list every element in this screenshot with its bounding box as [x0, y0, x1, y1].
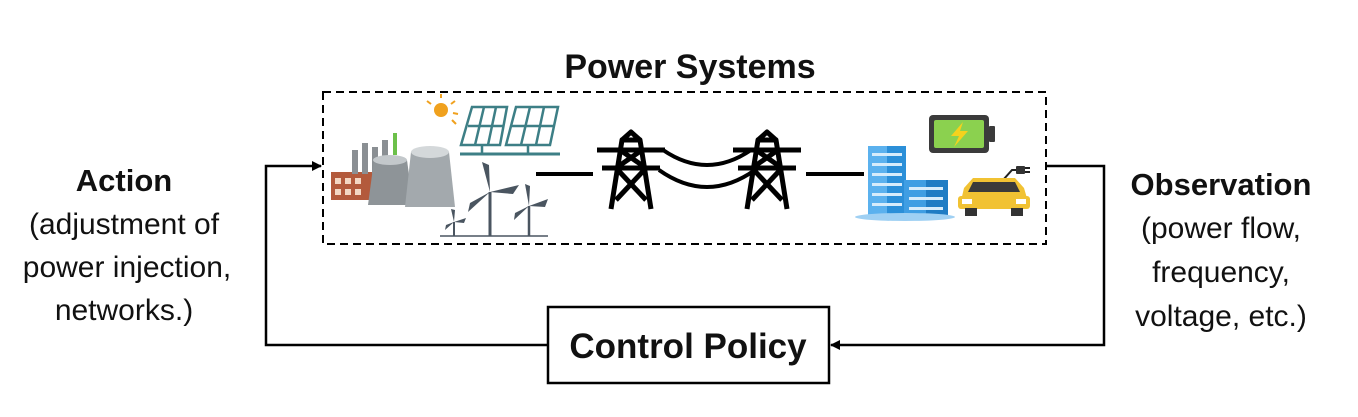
building-icon [855, 146, 955, 221]
factory-icon [331, 133, 455, 207]
electric-car-icon [958, 166, 1030, 216]
control-policy-box [546, 305, 831, 385]
wind-turbine-icon [440, 162, 548, 237]
observation-description-line: voltage, etc.) [1135, 300, 1307, 333]
observation-description-line: (power flow, [1141, 212, 1301, 245]
action-title: Action [76, 163, 172, 198]
observation-connector [830, 164, 1106, 350]
power-systems-title: Power Systems [564, 48, 815, 86]
action-description-line: power injection, [23, 251, 231, 284]
sun-icon [426, 94, 459, 125]
action-description-line: (adjustment of [29, 208, 220, 241]
action-description-line: networks.) [55, 294, 193, 327]
observation-title: Observation [1131, 167, 1312, 202]
transmission-tower-icon [733, 129, 801, 210]
battery-icon [929, 115, 995, 153]
observation-description-line: frequency, [1152, 256, 1290, 289]
power-systems-box [322, 91, 1047, 245]
transmission-wire-upper [661, 148, 753, 167]
transmission-tower-icon [597, 129, 665, 210]
solar-panel-icon [459, 105, 560, 156]
transmission-wire-lower [657, 168, 757, 189]
action-connector [264, 161, 550, 347]
control-policy-label: Control Policy [569, 327, 807, 366]
